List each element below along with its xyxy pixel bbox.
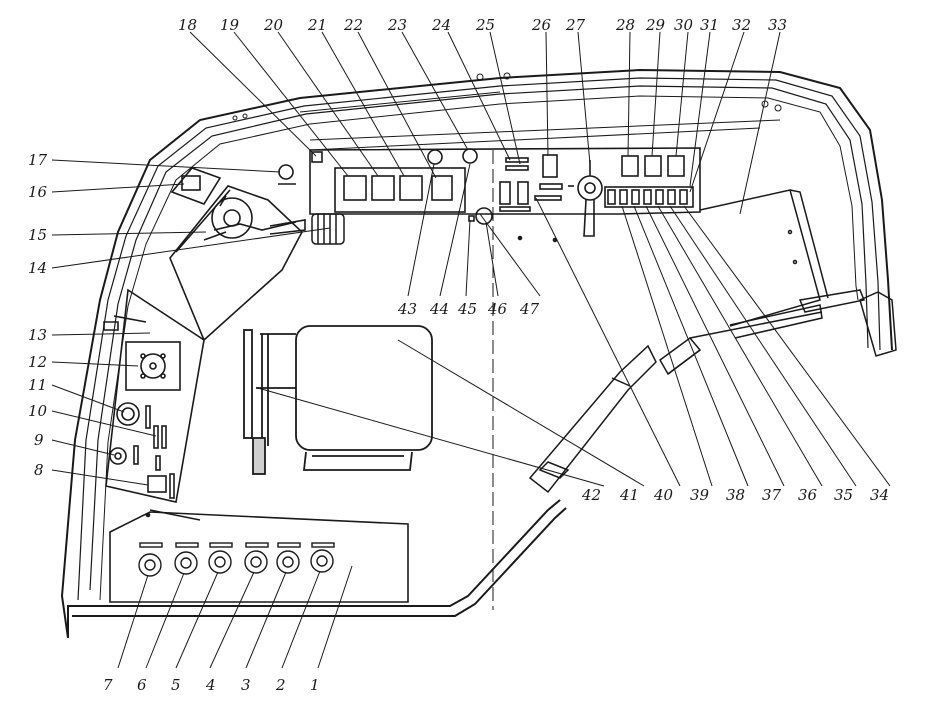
label-12: 12 (28, 353, 47, 371)
label-13: 13 (28, 326, 47, 344)
label-45: 45 (457, 300, 477, 318)
label-37: 37 (762, 486, 782, 504)
label-6: 6 (137, 676, 147, 694)
label-14: 14 (28, 259, 47, 277)
label-42: 42 (581, 486, 601, 504)
label-31: 31 (700, 16, 719, 34)
label-46: 46 (487, 300, 508, 318)
fuse-block (604, 186, 694, 208)
label-3: 3 (241, 676, 251, 694)
side-door-panel (528, 344, 657, 494)
label-26: 26 (531, 16, 552, 34)
label-17: 17 (28, 151, 48, 169)
label-15: 15 (28, 226, 47, 244)
label-44: 44 (429, 300, 449, 318)
label-29: 29 (645, 16, 666, 34)
label-41: 41 (619, 486, 639, 504)
label-8: 8 (34, 461, 44, 479)
label-27: 27 (565, 16, 586, 34)
label-7: 7 (103, 676, 113, 694)
label-34: 34 (870, 486, 889, 504)
main-console (309, 147, 701, 243)
label-11: 11 (28, 376, 47, 394)
label-40: 40 (653, 486, 674, 504)
label-43: 43 (397, 300, 417, 318)
leader-lines (51, 31, 891, 669)
label-33: 33 (768, 16, 787, 34)
label-32: 32 (732, 16, 751, 34)
knob-row (138, 542, 335, 577)
label-19: 19 (220, 16, 240, 34)
label-35: 35 (834, 486, 853, 504)
label-21: 21 (307, 16, 327, 34)
blower-motor (311, 213, 345, 245)
cab-outer-shell (60, 68, 893, 639)
left-side-panel (103, 288, 205, 503)
label-47: 47 (519, 300, 540, 318)
label-22: 22 (343, 16, 363, 34)
windshield-rails (232, 72, 782, 151)
label-36: 36 (798, 486, 818, 504)
label-28: 28 (615, 16, 635, 34)
label-18: 18 (178, 16, 197, 34)
label-38: 38 (726, 486, 745, 504)
label-2: 2 (275, 676, 286, 694)
left-control-post (169, 164, 306, 342)
bottom-control-panel (109, 509, 409, 603)
right-door-frame (659, 189, 897, 376)
label-10: 10 (28, 402, 48, 420)
label-24: 24 (431, 16, 451, 34)
label-39: 39 (690, 486, 710, 504)
label-20: 20 (263, 16, 284, 34)
label-25: 25 (475, 16, 495, 34)
driver-seat (243, 325, 433, 475)
callout-labels: 7 6 5 4 3 2 1 8 9 10 11 12 13 14 15 16 1… (28, 16, 889, 694)
label-30: 30 (674, 16, 694, 34)
label-5: 5 (171, 676, 181, 694)
label-23: 23 (387, 16, 407, 34)
label-4: 4 (205, 676, 216, 694)
cab-floor-outline (67, 499, 567, 638)
label-9: 9 (34, 431, 44, 449)
label-16: 16 (28, 183, 48, 201)
label-1: 1 (310, 676, 320, 694)
